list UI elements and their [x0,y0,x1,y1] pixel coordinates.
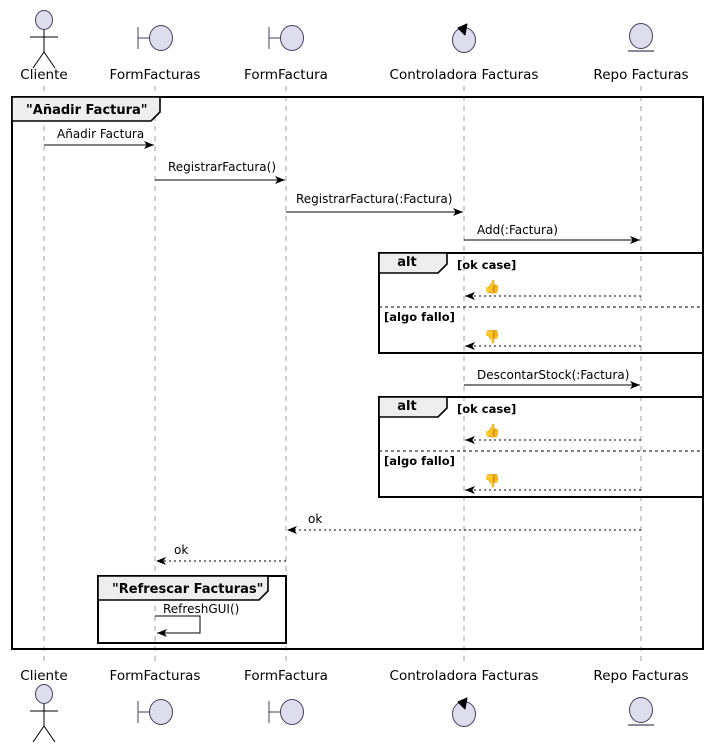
participant-label-bottom: Repo Facturas [593,668,688,684]
message-label: 👍 [484,423,500,439]
fragment-border [11,96,704,650]
fragment-2: alt [ok case] [algo fallo] [378,396,704,498]
control-arrow-icon [457,23,468,36]
self-message-path [155,615,201,637]
actor-leg-right-icon [43,725,56,743]
participant-2-top: FormFactura [244,25,328,83]
participant-label-bottom: Controladora Facturas [390,668,539,684]
participant-1-top: FormFacturas [110,25,201,83]
message-5: 👎 [465,329,641,350]
message-0: Añadir Factura [44,127,154,149]
message-6: DescontarStock(:Factura) [464,368,640,389]
fragments-group: "Añadir Factura" alt [ok case] [algo fallo]… [11,96,704,650]
boundary-circle-icon [149,699,173,725]
participant-3-bottom: Controladora Facturas [390,668,539,727]
message-1: RegistrarFactura() [155,160,285,184]
participant-2-bottom: FormFactura [244,668,328,725]
message-label: 👎 [484,473,500,489]
message-3: Add(:Factura) [464,223,640,244]
participant-4-bottom: Repo Facturas [593,668,689,726]
actor-leg-right-icon [43,51,56,69]
message-2: RegistrarFactura(:Factura) [286,192,463,216]
fragment-tab [97,575,269,601]
entity-circle-icon [629,697,653,723]
participants-footer-row: Cliente FormFacturas FormFactura Controlado… [20,668,689,743]
message-7: 👍 [465,423,641,444]
fragment-tab [378,396,448,418]
participant-label-top: Cliente [20,67,67,83]
participant-0-top: Cliente [20,10,68,83]
fragment-1: alt [ok case] [algo fallo] [378,252,704,354]
fragment-guard-label-0: [ok case] [457,402,516,416]
fragment-guard-label-1: [algo fallo] [384,454,455,468]
actor-leg-left-icon [32,51,45,69]
fragment-guard-label-0: [ok case] [457,258,516,272]
message-label: ok [174,543,188,557]
fragment-border [378,396,704,498]
message-label: Add(:Factura) [477,223,558,237]
message-label: DescontarStock(:Factura) [477,368,629,382]
fragment-0: "Añadir Factura" [11,96,704,650]
actor-head-icon [35,10,53,30]
entity-circle-icon [629,23,653,49]
boundary-circle-icon [280,25,304,51]
message-label: 👍 [484,279,500,295]
participant-label-bottom: Cliente [20,668,67,684]
fragment-tab [11,96,161,122]
participant-3-top: Controladora Facturas [390,23,539,83]
participant-label-bottom: FormFacturas [110,668,201,684]
message-label: RegistrarFactura() [168,160,276,174]
participant-label-top: Repo Facturas [593,67,688,83]
self-message-0: RefreshGUI() [155,602,239,637]
participants-header-row: Cliente FormFacturas FormFactura Controlado… [20,10,689,83]
fragment-3: "Refrescar Facturas" [97,575,287,644]
participant-4-top: Repo Facturas [593,23,689,83]
fragment-operator-label: alt [397,399,416,414]
participant-1-bottom: FormFacturas [110,668,201,725]
fragment-guard-label-1: [algo fallo] [384,310,455,324]
message-8: 👎 [465,473,641,494]
message-10: ok [156,543,286,565]
participant-label-top: FormFactura [244,67,328,83]
actor-leg-left-icon [32,725,45,743]
message-label: 👎 [484,329,500,345]
self-messages-group: RefreshGUI() [155,602,239,637]
message-4: 👍 [465,279,641,300]
participant-0-bottom: Cliente [20,668,68,743]
message-label: Añadir Factura [57,127,144,141]
boundary-circle-icon [280,699,304,725]
boundary-circle-icon [149,25,173,51]
message-label: RegistrarFactura(:Factura) [296,192,452,206]
message-label: ok [308,512,322,526]
lifelines-group [43,86,642,662]
fragment-tab [378,252,448,274]
self-message-label: RefreshGUI() [163,602,239,616]
fragment-operator-label: "Añadir Factura" [26,103,148,118]
participant-label-top: FormFacturas [110,67,201,83]
message-9: ok [287,512,641,534]
fragment-operator-label: "Refrescar Facturas" [112,582,263,597]
fragment-operator-label: alt [397,255,416,270]
fragment-border [378,252,704,354]
actor-head-icon [35,684,53,704]
participant-label-bottom: FormFactura [244,668,328,684]
control-arrow-icon [457,697,468,710]
participant-label-top: Controladora Facturas [390,67,539,83]
